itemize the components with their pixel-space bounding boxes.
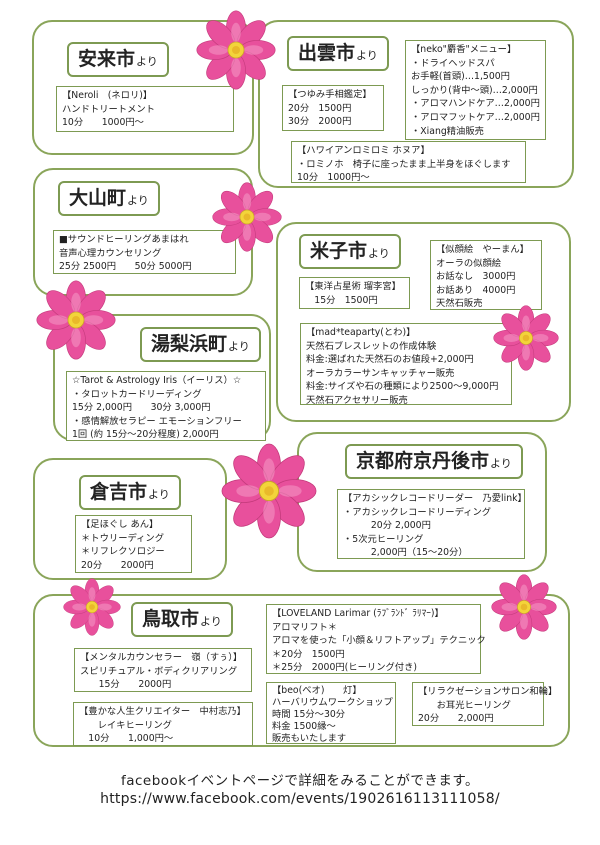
info-box-neko: 【neko"麝香"メニュー】 ・ドライヘッドスパ お手軽(首頭)…1,500円 … <box>405 40 546 140</box>
footer-url[interactable]: https://www.facebook.com/events/19026161… <box>100 791 500 807</box>
info-box-madteaparty: 【mad*teaparty(とわ)】 天然石ブレスレットの作成体験 料金:選ばれ… <box>300 323 512 406</box>
info-box-iris: ☆Tarot & Astrology Iris（イーリス）☆ ・タロットカードリ… <box>66 371 266 441</box>
info-box-an: 【足ほぐし あん】 ＊トウリーディング ＊リフレクソロジー 20分 2000円 <box>75 515 192 573</box>
cosmos-flower-icon <box>196 10 276 90</box>
title-kurayoshi: 倉吉市より <box>79 475 181 510</box>
title-yonago: 米子市より <box>299 234 401 269</box>
info-box-loveland: 【LOVELAND Larimar (ﾗﾌﾞﾗﾝﾄﾞ ﾗﾘﾏｰ)】 アロマリフト… <box>266 604 486 674</box>
title-daisen: 大山町より <box>58 181 160 216</box>
info-box-akashic: 【アカシックレコードリーダー 乃愛link】 ・アカシックレコードリーディング … <box>337 489 527 559</box>
cosmos-flower-icon <box>491 574 557 640</box>
cosmos-flower-icon <box>63 578 121 636</box>
title-kyotango: 京都府京丹後市より <box>345 444 523 479</box>
title-yurihama: 湯梨浜町より <box>140 327 261 362</box>
info-box-wawa: 【リラクゼーションサロン和輪】 お耳光ヒーリング 20分 2,000円 <box>412 682 557 726</box>
cosmos-flower-icon <box>493 305 559 371</box>
title-tottori: 鳥取市より <box>131 602 233 637</box>
info-box-tsuyumi: 【つゆみ手相鑑定】 20分 1500円 30分 2000円 <box>282 85 384 131</box>
info-box-honua: 【ハワイアンロミロミ ホヌア】 ・ロミノホ 椅子に座ったまま上半身をほぐします … <box>291 141 526 183</box>
info-box-rurimiya: 【東洋占星術 瑠李宮】 15分 1500円 <box>299 277 410 309</box>
cosmos-flower-icon <box>36 280 116 360</box>
title-izumo: 出雲市より <box>287 36 389 71</box>
info-box-amahare: ■サウンドヒーリングあまはれ 音声心理カウンセリング 25分 2500円 50分… <box>53 230 236 274</box>
info-box-neroli: 【Neroli (ネロリ)】 ハンドトリートメント 10分 1000円〜 <box>56 86 234 132</box>
title-yasugi: 安来市より <box>67 42 169 77</box>
footer-note: facebookイベントページで詳細をみることができます。 <box>120 773 480 789</box>
cosmos-flower-icon <box>221 443 317 539</box>
info-box-yaman: 【似顔絵 やーまん】 オーラの似顔絵 お話なし 3000円 お話あり 4000円… <box>430 240 542 310</box>
info-box-nakamura: 【豊かな人生クリエイター 中村志乃】 レイキヒーリング 10分 1,000円〜 <box>73 702 253 746</box>
info-box-beo: 【beo(べオ) 灯】 ハーバリウムワークショップ 時間 15分〜30分 料金 … <box>266 682 396 744</box>
cosmos-flower-icon <box>212 182 282 252</box>
info-box-suu: 【メンタルカウンセラー 嶺（すぅ）】 スピリチュアル・ボディクリアリング 15分… <box>74 648 252 692</box>
